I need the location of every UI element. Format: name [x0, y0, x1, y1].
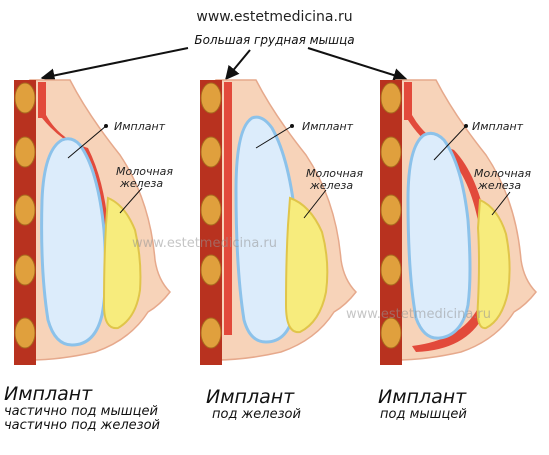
rib-nodes — [380, 82, 402, 349]
implant-leader-dot — [104, 124, 108, 128]
mammary-gland — [476, 198, 511, 330]
pectoral-muscle — [38, 82, 109, 275]
caption-title: Имплант — [206, 386, 295, 408]
gland-leader — [491, 191, 511, 216]
caption-panel-1: Имплант частично под мышцей частично под… — [4, 383, 160, 433]
implant-leader-dot — [464, 124, 468, 128]
site-url: www.estetmedicina.ru — [196, 9, 353, 25]
mammary-gland — [284, 196, 329, 334]
rib-nodes — [14, 82, 36, 349]
caption-line: под мышцей — [380, 406, 467, 422]
panel-3-cross-section — [380, 79, 537, 365]
panel-2-cross-section — [200, 79, 357, 365]
arrow-to-panel-3 — [307, 47, 408, 82]
implant — [40, 137, 108, 347]
gland-label-line-2: железа — [478, 179, 522, 192]
gland-label-line-1: Молочная — [306, 167, 364, 180]
implant-label: Имплант — [302, 120, 354, 133]
rib-nodes — [200, 82, 222, 349]
implant-leader-dot — [290, 124, 294, 128]
muscle-label: Большая грудная мышца — [194, 33, 355, 47]
implant-leader — [67, 125, 107, 159]
pectoral-muscle — [224, 82, 232, 335]
implant-leader — [255, 125, 293, 149]
arrow-to-panel-2 — [225, 49, 251, 81]
gland-leader — [303, 189, 327, 219]
implant-leader — [433, 125, 467, 161]
caption-title: Имплант — [378, 386, 467, 408]
mammary-gland — [102, 196, 142, 330]
implant — [406, 131, 472, 340]
implant — [234, 115, 300, 344]
caption-line: частично под железой — [4, 417, 160, 433]
caption-line: частично под мышцей — [4, 403, 158, 419]
caption-panel-3: Имплант под мышцей — [378, 386, 467, 422]
watermark: www.estetmedicina.ru — [132, 236, 278, 251]
arrow-to-panel-1 — [40, 47, 189, 83]
caption-title: Имплант — [4, 383, 93, 405]
gland-label-line-1: Молочная — [116, 165, 174, 178]
implant-label: Имплант — [114, 120, 166, 133]
caption-panel-2: Имплант под железой — [206, 386, 301, 422]
gland-label-line-2: железа — [120, 177, 164, 190]
watermark: www.estetmedicina.ru — [346, 307, 492, 322]
gland-label-line-1: Молочная — [474, 167, 532, 180]
muscle-pointer-arrows — [40, 47, 408, 83]
caption-line: под железой — [212, 406, 301, 422]
gland-leader — [119, 187, 143, 214]
panel-1-cross-section — [14, 79, 171, 365]
implant-label: Имплант — [472, 120, 524, 133]
gland-label-line-2: железа — [310, 179, 354, 192]
